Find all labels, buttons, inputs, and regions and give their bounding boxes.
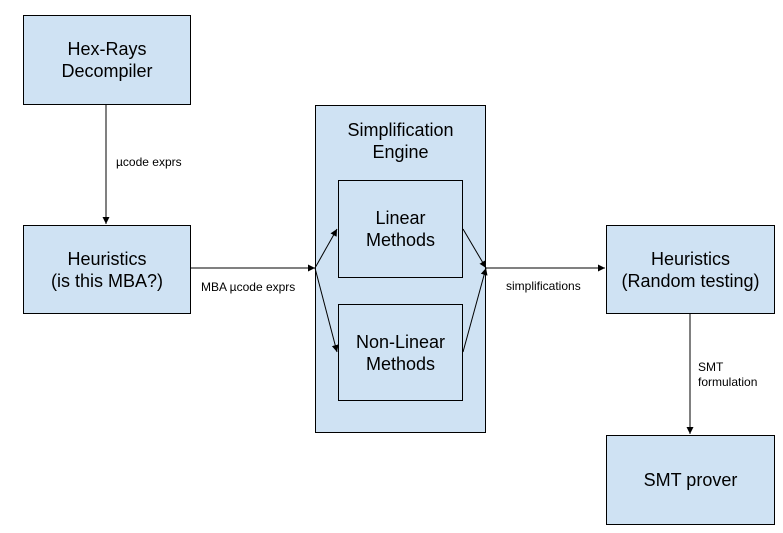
linear-line1: Linear [375,208,426,228]
arrow-nonlinear-to-join [462,267,488,353]
arrow-split-to-nonlinear [314,267,339,353]
hexrays-decompiler-node: Hex-Rays Decompiler [23,15,191,105]
label-smt-line1: SMT [698,360,724,374]
arrow-split-to-linear [314,228,338,269]
heuristics-random-line2: (Random testing) [621,270,760,291]
engine-line1: Simplification [347,120,454,140]
arrow-linear-to-join [462,228,487,269]
linear-methods-node: Linear Methods [338,180,463,278]
nonlinear-line2: Methods [365,353,436,374]
label-ucode-exprs: µcode exprs [116,155,182,169]
linear-line2: Methods [365,230,436,250]
heuristics-random-line1: Heuristics [650,248,730,269]
label-smt-formulation: SMT formulation [698,360,757,390]
nonlinear-line1: Non-Linear [355,331,446,352]
hexrays-line1: Hex-Rays [67,39,147,59]
engine-title: Simplification Engine [316,119,485,163]
smt-prover-line1: SMT prover [643,470,738,490]
heuristics-random-node: Heuristics (Random testing) [606,225,775,314]
label-smt-line2: formulation [698,375,758,389]
hexrays-line2: Decompiler [61,61,153,81]
label-simplifications: simplifications [506,279,581,293]
heuristics-mba-line2: (is this MBA?) [50,270,164,291]
smt-prover-node: SMT prover [606,435,775,525]
label-mba-ucode-exprs: MBA µcode exprs [201,280,296,294]
engine-line2: Engine [372,142,429,162]
nonlinear-methods-node: Non-Linear Methods [338,304,463,401]
heuristics-mba-node: Heuristics (is this MBA?) [23,225,191,314]
heuristics-mba-line1: Heuristics [67,248,147,269]
